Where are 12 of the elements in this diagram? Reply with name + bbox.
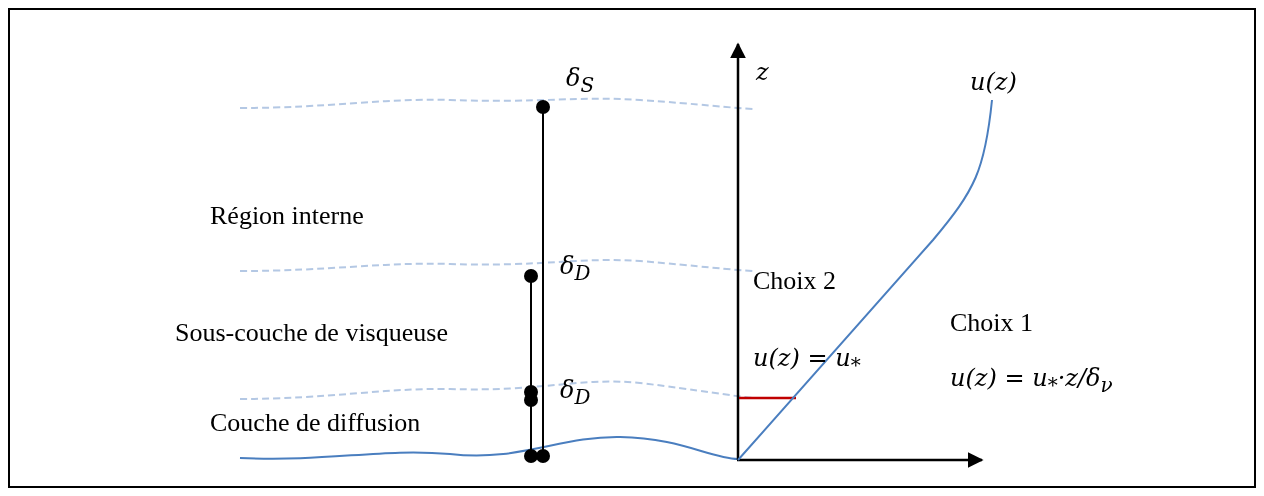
choice-label: Choix 2 — [753, 268, 837, 294]
region-label: Couche de diffusion — [210, 410, 421, 436]
choice-label: Choix 1 — [950, 310, 1034, 336]
delta-symbol: δ$_{S}$ — [566, 66, 595, 95]
region-label: Sous-couche de visqueuse — [175, 320, 448, 346]
equation: u(z) = u$_{*}$·z/δ$_{ν}$ — [950, 366, 1113, 395]
region-label: Région interne — [210, 203, 364, 229]
delta-symbol: δ$_{D}$ — [560, 254, 591, 283]
delta-symbol: δ$_{D}$ — [560, 378, 591, 407]
equation: u(z) = u$_{*}$ — [753, 346, 861, 375]
curve-label: u(z) — [970, 70, 1017, 94]
axis-label: z — [756, 60, 769, 84]
